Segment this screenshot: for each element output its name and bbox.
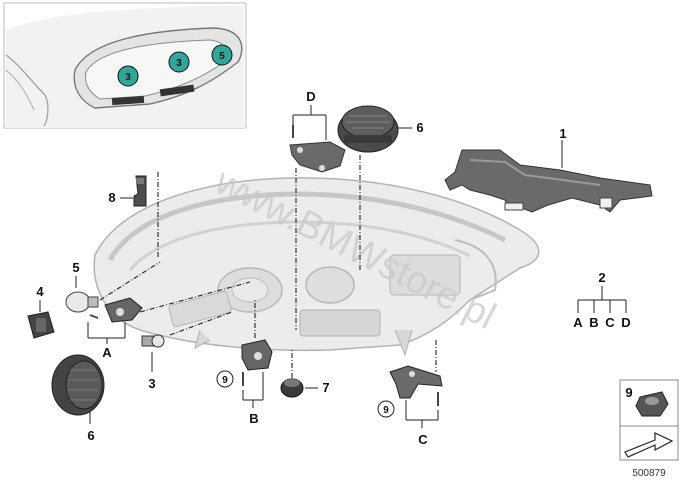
callout-9b[interactable]: 9 — [383, 405, 389, 416]
part-bulb-5[interactable] — [65, 291, 99, 313]
part-cover-cap-top[interactable] — [337, 105, 399, 153]
part-holder-a[interactable] — [104, 297, 143, 323]
callout-9c[interactable]: 9 — [625, 385, 632, 400]
part-clip-d[interactable] — [289, 125, 346, 173]
part-bulb-socket-4[interactable] — [27, 311, 55, 339]
part-screw-a[interactable] — [89, 314, 99, 319]
legend-letter-a: A — [573, 315, 583, 330]
group-label-c[interactable]: C — [418, 432, 428, 447]
callout-7[interactable]: 7 — [322, 380, 329, 395]
inset-callout-3a: 3 — [125, 72, 131, 83]
callout-6-top[interactable]: 6 — [416, 120, 423, 135]
callout-9a-circle — [216, 370, 234, 388]
group-label-a[interactable]: A — [102, 345, 112, 360]
legend-letter-b: B — [589, 315, 598, 330]
diagram-number: 500879 — [632, 468, 666, 479]
part-bracket-c[interactable] — [389, 365, 443, 399]
part-bulb-3[interactable] — [141, 334, 165, 348]
callout-8[interactable]: 8 — [108, 190, 115, 205]
headlight-housing — [93, 177, 540, 357]
callout-3[interactable]: 3 — [148, 376, 155, 391]
part-connector-8[interactable] — [133, 175, 147, 207]
inset-callout-5: 5 — [219, 51, 225, 62]
part-clip-9[interactable] — [635, 391, 669, 417]
callout-2[interactable]: 2 — [598, 270, 605, 285]
part-cover-cap-bottom[interactable] — [51, 354, 105, 416]
legend-letter-c: C — [605, 315, 615, 330]
callout-9a[interactable]: 9 — [222, 375, 228, 386]
inset-marker-5 — [211, 44, 233, 66]
group-label-d[interactable]: D — [306, 89, 315, 104]
inset-callout-3b: 3 — [176, 58, 182, 69]
callout-1[interactable]: 1 — [559, 126, 566, 141]
inset-marker-3b — [168, 51, 190, 73]
assembly-arrow-icon — [624, 432, 674, 458]
legend-bracket — [577, 286, 627, 313]
callout-9b-circle — [377, 400, 395, 418]
callout-6-bottom[interactable]: 6 — [87, 428, 94, 443]
part-grommet-7[interactable] — [280, 378, 304, 398]
vehicle-location-inset: 3 3 5 — [3, 2, 247, 129]
group-label-b[interactable]: B — [249, 411, 258, 426]
callout-5[interactable]: 5 — [72, 260, 79, 275]
legend-letter-d: D — [621, 315, 630, 330]
inset-marker-3a — [117, 65, 139, 87]
part-9-reference-box — [619, 379, 679, 461]
part-holder-b[interactable] — [241, 339, 273, 371]
callout-4[interactable]: 4 — [36, 284, 44, 299]
part-bracket-1[interactable] — [444, 149, 653, 213]
